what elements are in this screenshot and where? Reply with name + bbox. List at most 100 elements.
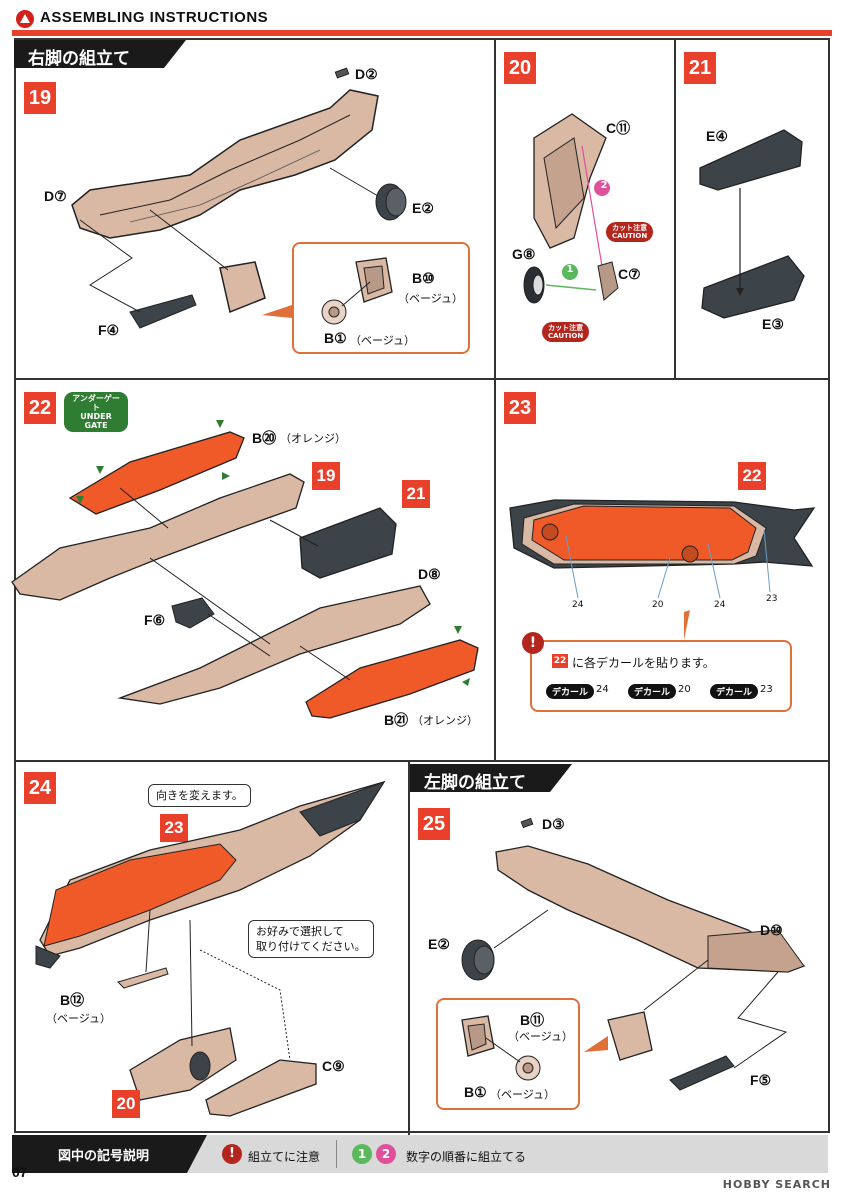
decal-num-20: 20 xyxy=(652,600,664,610)
part-label-d3: D③ xyxy=(542,816,565,832)
under-gate-jp: アンダーゲート xyxy=(72,394,120,412)
legend-order-label: 数字の順番に組立てる xyxy=(406,1150,527,1164)
legend-caution-icon: ! xyxy=(222,1144,242,1164)
intake-detail-illustration-left xyxy=(461,1015,541,1081)
part-label-b20: B⑳ xyxy=(252,430,277,446)
step-19-detail-callout: B⑩ （ベージュ） B① （ベージュ） xyxy=(292,242,470,354)
step-23-illustration xyxy=(509,499,816,640)
divider-col-b xyxy=(674,38,676,378)
part-label-e2: E② xyxy=(412,200,434,216)
order-1-badge: 1 xyxy=(566,264,574,275)
order-2-badge: 2 xyxy=(600,180,608,191)
choose-option-line1: お好みで選択して xyxy=(256,925,344,938)
choose-option-bubble: お好みで選択して 取り付けてください。 xyxy=(248,920,374,958)
under-gate-badge: アンダーゲート UNDER GATE xyxy=(64,392,128,432)
divider-row1 xyxy=(14,378,830,380)
decal-num-24a: 24 xyxy=(572,600,584,610)
step-19-illustration xyxy=(71,67,407,329)
part-label-d8: D⑧ xyxy=(418,566,441,582)
part-note-b1: （ベージュ） xyxy=(350,334,416,347)
legend-divider xyxy=(336,1140,337,1168)
legend-title: 図中の記号説明 xyxy=(12,1135,207,1173)
step-20-number: 20 xyxy=(504,52,536,84)
part-label-b12: B⑫ xyxy=(60,992,85,1008)
decal-num-24b: 24 xyxy=(714,600,726,610)
part-label-e4: E④ xyxy=(706,128,728,144)
part-label-c9: C⑨ xyxy=(322,1058,345,1074)
decal-tag-1: デカール xyxy=(546,684,595,699)
under-gate-en: UNDER GATE xyxy=(80,412,112,430)
part-label-e3: E③ xyxy=(762,316,784,332)
intake-detail-illustration xyxy=(321,257,393,325)
turn-around-bubble: 向きを変えます。 xyxy=(148,784,251,807)
divider-row2 xyxy=(14,760,830,762)
step-25-number: 25 xyxy=(418,808,450,840)
step-24-number: 24 xyxy=(24,772,56,804)
part-note-b11: （ベージュ） xyxy=(508,1030,574,1043)
decal-tag-2: デカール xyxy=(628,684,677,699)
ref-step-20-badge: 20 xyxy=(112,1090,140,1118)
step-22-illustration xyxy=(11,420,479,719)
right-leg-section-title: 右脚の組立て xyxy=(14,40,186,69)
step-25-detail-callout: B⑪ （ベージュ） B① （ベージュ） xyxy=(436,998,580,1110)
cut-caution-badge-bottom: カット注意 CAUTION xyxy=(542,322,590,342)
divider-col-c xyxy=(408,760,410,1135)
divider-col-a xyxy=(494,38,496,760)
part-label-b1-left: B① xyxy=(464,1084,487,1100)
page-header: ASSEMBLING INSTRUCTIONS xyxy=(12,4,832,38)
brand-logo-icon xyxy=(16,10,34,28)
decal-seq-1: 24 xyxy=(596,684,609,695)
step-25-illustration xyxy=(461,817,806,1091)
part-label-c11: C⑪ xyxy=(606,120,631,136)
decal-num-23: 23 xyxy=(766,594,778,604)
part-label-f5: F⑤ xyxy=(750,1072,772,1088)
ref-step-23-badge: 23 xyxy=(160,814,188,842)
caution-en: CAUTION xyxy=(548,332,584,340)
decal-seq-3: 23 xyxy=(760,684,773,695)
legend-order-1-icon: 1 xyxy=(352,1144,372,1164)
part-note-b21: （オレンジ） xyxy=(412,714,478,727)
part-note-b12: （ベージュ） xyxy=(46,1012,112,1025)
step-21-illustration xyxy=(699,129,805,319)
caution-icon: ! xyxy=(522,632,544,654)
step-19-number: 19 xyxy=(24,82,56,114)
decal-note-callout: ! 22 に各デカールを貼ります。 デカール 24 デカール 20 デカール 2… xyxy=(522,632,792,712)
legend-order-2-icon: 2 xyxy=(376,1144,396,1164)
part-label-g8: G⑧ xyxy=(512,246,536,262)
part-label-f6: F⑥ xyxy=(144,612,166,628)
turn-around-text: 向きを変えます。 xyxy=(156,789,243,802)
part-note-b1-left: （ベージュ） xyxy=(490,1088,556,1101)
ref-step-19-badge: 19 xyxy=(312,462,340,490)
ref-step-21-badge: 21 xyxy=(402,480,430,508)
page-number: 07 xyxy=(12,1164,28,1180)
part-label-d7: D⑦ xyxy=(44,188,67,204)
part-note-b10: （ベージュ） xyxy=(398,292,464,305)
left-leg-section-title: 左脚の組立て xyxy=(410,764,572,793)
part-label-c7: C⑦ xyxy=(618,266,641,282)
ref-step-22-badge: 22 xyxy=(738,462,766,490)
part-label-e2-left: E② xyxy=(428,936,450,952)
step-20-illustration xyxy=(523,113,619,304)
part-label-f4: F④ xyxy=(98,322,120,338)
step-22-number: 22 xyxy=(24,392,56,424)
caution-jp: カット注意 xyxy=(612,224,648,232)
part-label-b10: B⑩ xyxy=(412,270,435,286)
part-label-b21: B㉑ xyxy=(384,712,409,728)
part-label-b11: B⑪ xyxy=(520,1012,545,1028)
decal-tag-3: デカール xyxy=(710,684,759,699)
part-label-d10: D⑩ xyxy=(760,922,783,938)
decal-note-text: に各デカールを貼ります。 xyxy=(572,656,715,670)
part-note-b20: （オレンジ） xyxy=(280,432,346,445)
part-label-d2: D② xyxy=(355,66,378,82)
caution-jp: カット注意 xyxy=(548,324,584,332)
decal-seq-2: 20 xyxy=(678,684,691,695)
header-rule xyxy=(12,30,832,36)
cut-caution-badge-top: カット注意 CAUTION xyxy=(606,222,654,242)
part-label-b1: B① xyxy=(324,330,347,346)
legend-caution-label: 組立てに注意 xyxy=(248,1150,321,1164)
step-21-number: 21 xyxy=(684,52,716,84)
watermark: HOBBY SEARCH xyxy=(722,1178,831,1191)
choose-option-line2: 取り付けてください。 xyxy=(256,940,366,953)
step-24-illustration xyxy=(35,780,386,1117)
note-ref-badge: 22 xyxy=(552,654,568,668)
